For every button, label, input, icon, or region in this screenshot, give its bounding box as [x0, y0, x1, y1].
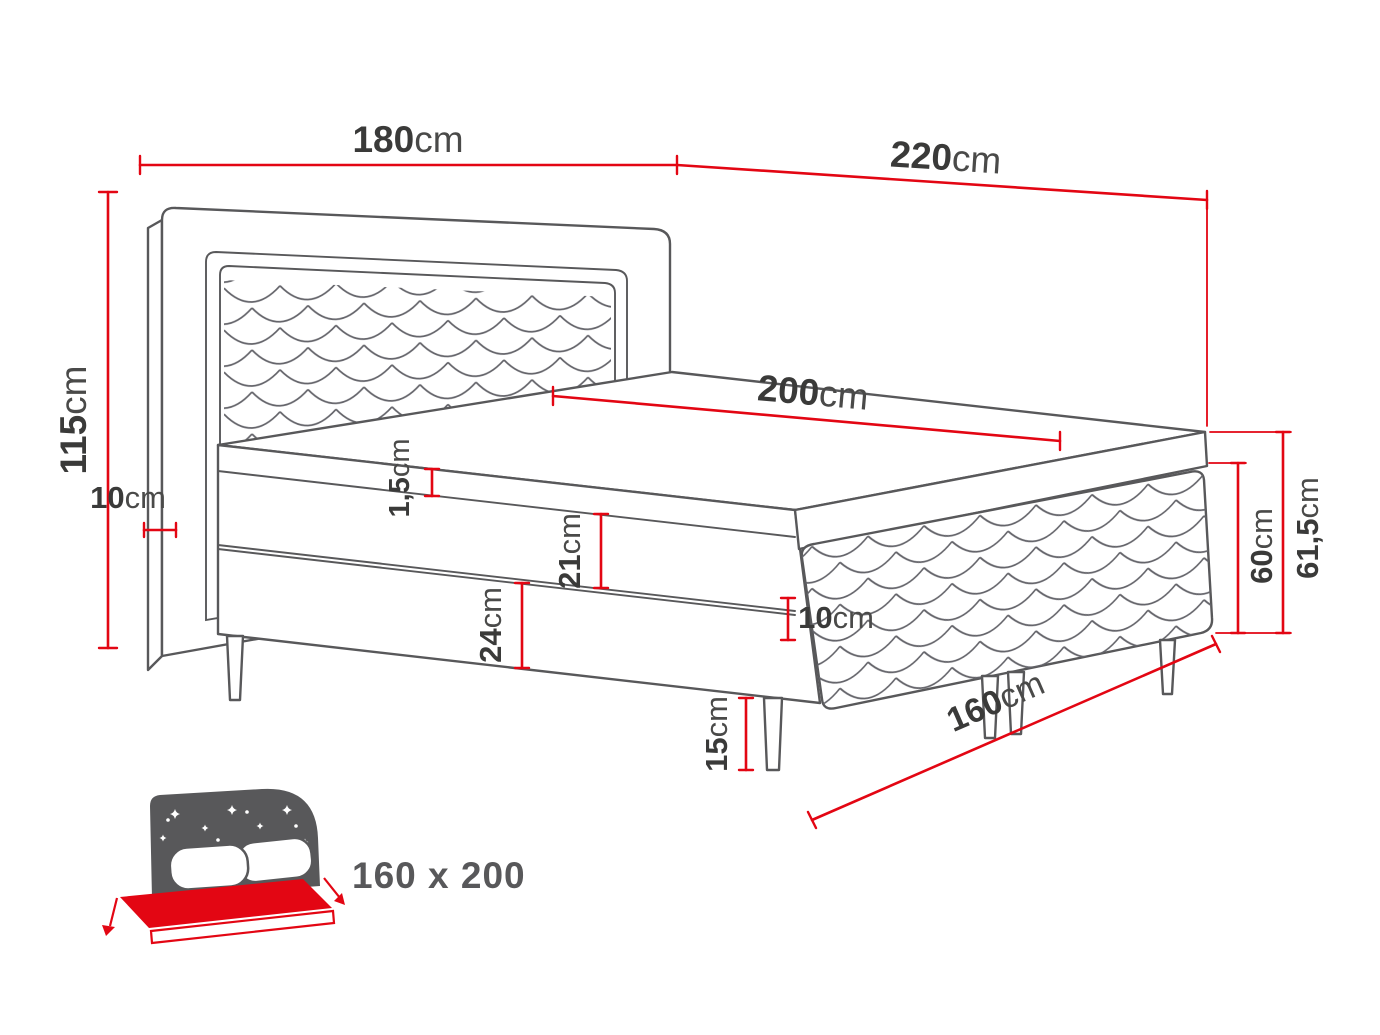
bed-leg-far-right	[1158, 638, 1177, 696]
headboard-side-strip	[146, 218, 164, 672]
mattress-topper-seam	[217, 470, 796, 538]
dimension-label: 15cm	[699, 696, 734, 772]
bed-leg-head-left	[225, 634, 245, 702]
star-dot-icon	[245, 810, 249, 814]
dim-total-length: 220cm	[675, 133, 1209, 427]
dimension-label: 180cm	[352, 119, 463, 160]
dimension-line	[810, 642, 1218, 822]
dim-headboard-height: 115cm	[53, 190, 119, 650]
dimension-label: 21cm	[552, 513, 587, 589]
icon-arrow-diagonal-head	[334, 893, 345, 905]
dim-leg-height: 15cm	[699, 696, 755, 772]
bed-leg-middle-2	[1006, 670, 1026, 736]
dimension-label: 24cm	[473, 587, 508, 663]
dim-headboard-width: 180cm	[138, 119, 679, 176]
dimension-label: 61,5cm	[1290, 477, 1325, 579]
star-dot-icon	[294, 824, 298, 828]
icon-pillow-left	[168, 843, 250, 891]
dim-base-height: 24cm	[473, 581, 531, 670]
dim-mattress-height: 21cm	[552, 512, 610, 590]
dim-total-height: 60cm	[1208, 461, 1279, 635]
icon-arrow-down-head	[102, 925, 115, 936]
dim-headboard-depth: 10cm	[90, 480, 178, 539]
dimension-label: 10cm	[798, 600, 874, 635]
mattress-bottom-seam	[217, 544, 796, 612]
dim-foot-panel-offset: 10cm	[779, 596, 874, 642]
bed-leg-middle-1	[980, 674, 1000, 740]
dimension-label: 10cm	[90, 480, 166, 515]
star-dot-icon	[166, 818, 170, 822]
footboard-tufting	[801, 471, 1213, 709]
dimension-label: 115cm	[53, 365, 94, 474]
icon-stars	[159, 805, 309, 855]
mattress-foot-band	[793, 430, 1209, 551]
bed-drawing	[146, 206, 1214, 772]
dimension-label: 200cm	[756, 367, 870, 418]
dimension-line	[675, 163, 1209, 202]
dimension-label: 1,5cm	[384, 439, 416, 518]
icon-base	[149, 909, 336, 945]
dimension-label: 220cm	[889, 133, 1003, 181]
dim-topper-thickness: 1,5cm	[384, 439, 441, 518]
dimension-label: 60cm	[1244, 508, 1279, 584]
headboard-inner-frame-inner	[219, 265, 616, 630]
bed-size-pictogram	[102, 788, 345, 945]
bed-near-side-face	[216, 443, 822, 705]
headboard-inner-frame-outer	[205, 251, 628, 622]
star-dot-icon	[216, 838, 220, 842]
base-top-seam	[217, 548, 796, 616]
icon-mattress	[120, 879, 332, 928]
dimension-line	[551, 394, 1062, 443]
bed-leg-front	[762, 696, 784, 772]
dimension-tick	[806, 810, 818, 830]
icon-arrow-diagonal	[323, 877, 341, 899]
icon-arrow-down	[108, 897, 119, 927]
dimension-tick	[1210, 634, 1222, 654]
dim-sleeping-length: 200cm	[551, 367, 1062, 452]
size-badge: 160 x 200	[352, 855, 526, 896]
dim-total-height-with-topper: 61,5cm	[1209, 430, 1325, 635]
